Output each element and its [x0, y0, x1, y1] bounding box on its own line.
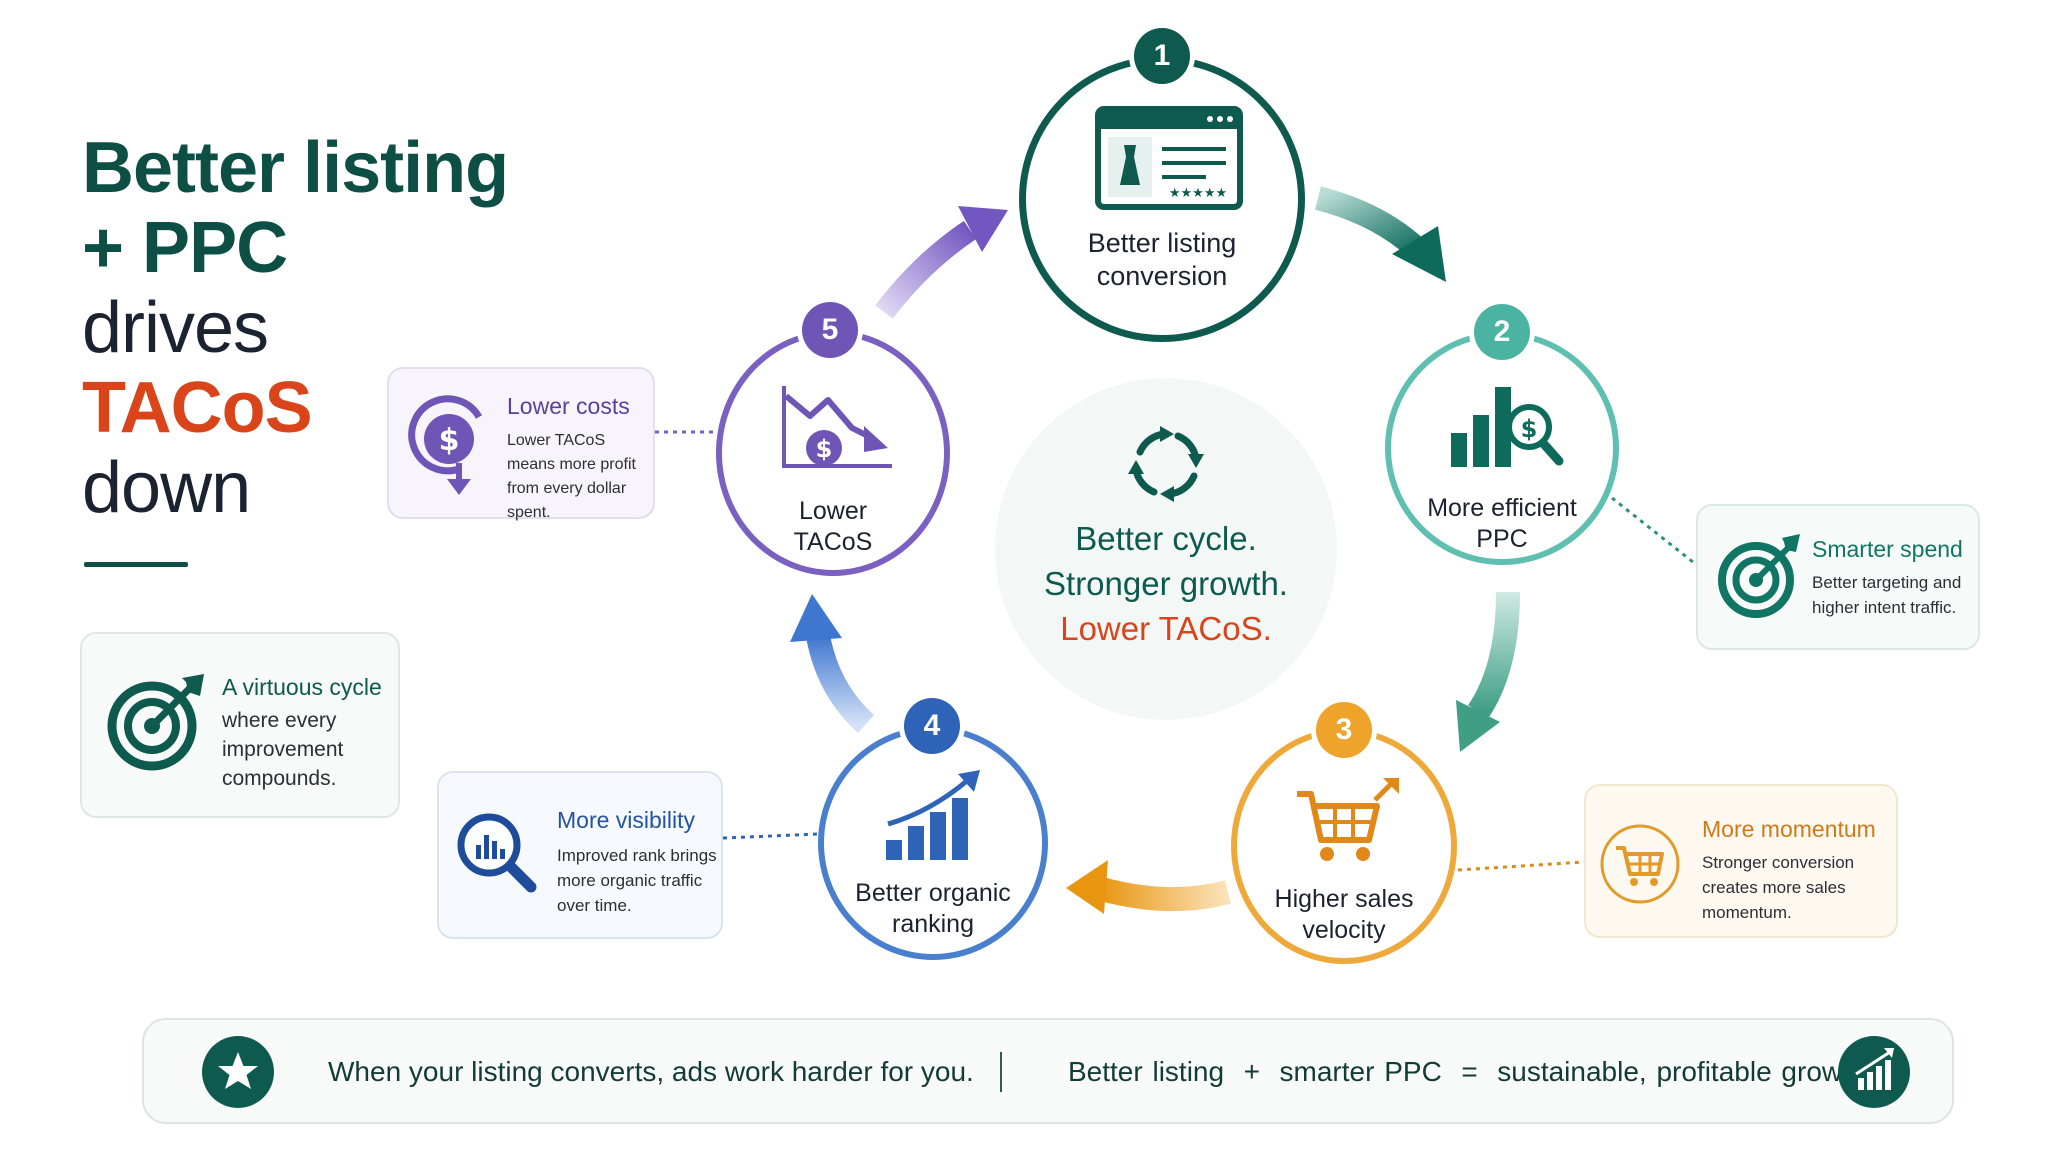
headline: Better listing + PPC drives TACoS down: [82, 128, 542, 528]
card-title: More visibility: [557, 807, 696, 833]
svg-text:★★★★★: ★★★★★: [1169, 186, 1227, 201]
step-4-badge: 4: [904, 698, 960, 754]
connector-visibility: [722, 832, 819, 840]
headline-line-1: Better listing: [82, 128, 509, 208]
step-3-node: Higher sales velocity: [1231, 728, 1457, 964]
headline-line-3: drives: [82, 288, 269, 368]
star-icon: [202, 1036, 274, 1113]
step-5-label-line-1: Lower: [798, 497, 868, 525]
step-4-label-line-1: Better organic: [855, 879, 1011, 907]
card-text: Better targeting and higher intent traff…: [1812, 573, 1962, 617]
growth-bars-icon: [880, 768, 990, 873]
banner-text-left: When your listing converts, ads work har…: [328, 1056, 974, 1087]
card-more-visibility: More visibility Improved rank brings mor…: [437, 771, 723, 939]
step-1-label-line-2: conversion: [1096, 261, 1228, 291]
step-3-label-line-1: Higher sales: [1274, 885, 1414, 913]
listing-page-icon: ★★★★★: [1094, 105, 1244, 220]
center-line-3: Lower TACoS.: [1060, 610, 1272, 647]
card-title: Smarter spend: [1812, 536, 1963, 562]
center-tagline: Better cycle. Stronger growth. Lower TAC…: [980, 516, 1352, 651]
step-1-badge: 1: [1134, 28, 1190, 84]
step-4-node: Better organic ranking: [818, 726, 1048, 960]
banner-divider: [1000, 1052, 1002, 1092]
cart-up-icon: [1293, 778, 1405, 875]
step-3-label-line-2: velocity: [1302, 916, 1386, 944]
magnifier-chart-icon: [451, 805, 543, 910]
step-2-badge: 2: [1474, 304, 1530, 360]
arrow-1-to-2: [1314, 186, 1446, 282]
connector-smarter: [1611, 496, 1699, 568]
card-title: More momentum: [1702, 816, 1876, 842]
center-line-2: Stronger growth.: [1044, 565, 1288, 602]
dollar-down-icon: $: [405, 387, 495, 502]
card-text: where every improvement compounds.: [222, 709, 344, 790]
center-line-1: Better cycle.: [1075, 520, 1257, 557]
card-more-momentum: More momentum Stronger conversion create…: [1584, 784, 1898, 938]
arrow-3-to-4: [1066, 860, 1232, 914]
step-3-label: Higher sales velocity: [1237, 884, 1451, 946]
headline-line-5: down: [82, 448, 251, 528]
step-2-label-line-1: More efficient: [1427, 494, 1577, 522]
card-title: Lower costs: [507, 393, 630, 419]
step-5-label-line-2: TACoS: [793, 528, 873, 556]
step-1-label-line-1: Better listing: [1087, 228, 1237, 258]
trend-down-dollar-icon: $: [780, 382, 898, 481]
headline-underline: [84, 562, 188, 567]
cart-icon: [1598, 822, 1682, 911]
step-5-badge: 5: [802, 302, 858, 358]
card-text: Improved rank brings more organic traffi…: [557, 846, 717, 915]
step-4-label-line-2: ranking: [892, 910, 974, 938]
target-arrow-icon: [104, 670, 208, 779]
step-4-label: Better organic ranking: [824, 878, 1042, 940]
target-arrow-icon: [1714, 530, 1804, 625]
arrow-2-to-3: [1456, 591, 1520, 752]
growth-chart-icon: [1838, 1036, 1910, 1113]
arrow-5-to-1: [875, 206, 1008, 319]
svg-text:$: $: [816, 435, 833, 463]
bar-chart-dollar-icon: $: [1447, 381, 1567, 482]
svg-text:$: $: [439, 423, 460, 458]
connector-momentum: [1457, 860, 1585, 872]
card-text: Stronger conversion creates more sales m…: [1702, 853, 1855, 922]
headline-line-2: + PPC: [82, 208, 288, 288]
headline-line-4: TACoS: [82, 368, 313, 448]
arrow-4-to-5: [790, 594, 875, 733]
card-virtuous-cycle: A virtuous cycle where every improvement…: [80, 632, 400, 818]
card-text: Lower TACoS means more profit from every…: [507, 432, 636, 521]
step-3-badge: 3: [1316, 702, 1372, 758]
cycle-arrows-icon: [1116, 414, 1216, 519]
svg-text:$: $: [1521, 415, 1538, 443]
step-2-label-line-2: PPC: [1476, 525, 1528, 553]
card-lower-costs: $ Lower costs Lower TACoS means more pro…: [387, 367, 655, 521]
card-title: A virtuous cycle: [222, 674, 382, 700]
bottom-banner: When your listing converts, ads work har…: [142, 1018, 1954, 1124]
card-smarter-spend: Smarter spend Better targeting and highe…: [1696, 504, 1980, 650]
banner-text-right: Better listing + smarter PPC = sustainab…: [1068, 1056, 1874, 1087]
